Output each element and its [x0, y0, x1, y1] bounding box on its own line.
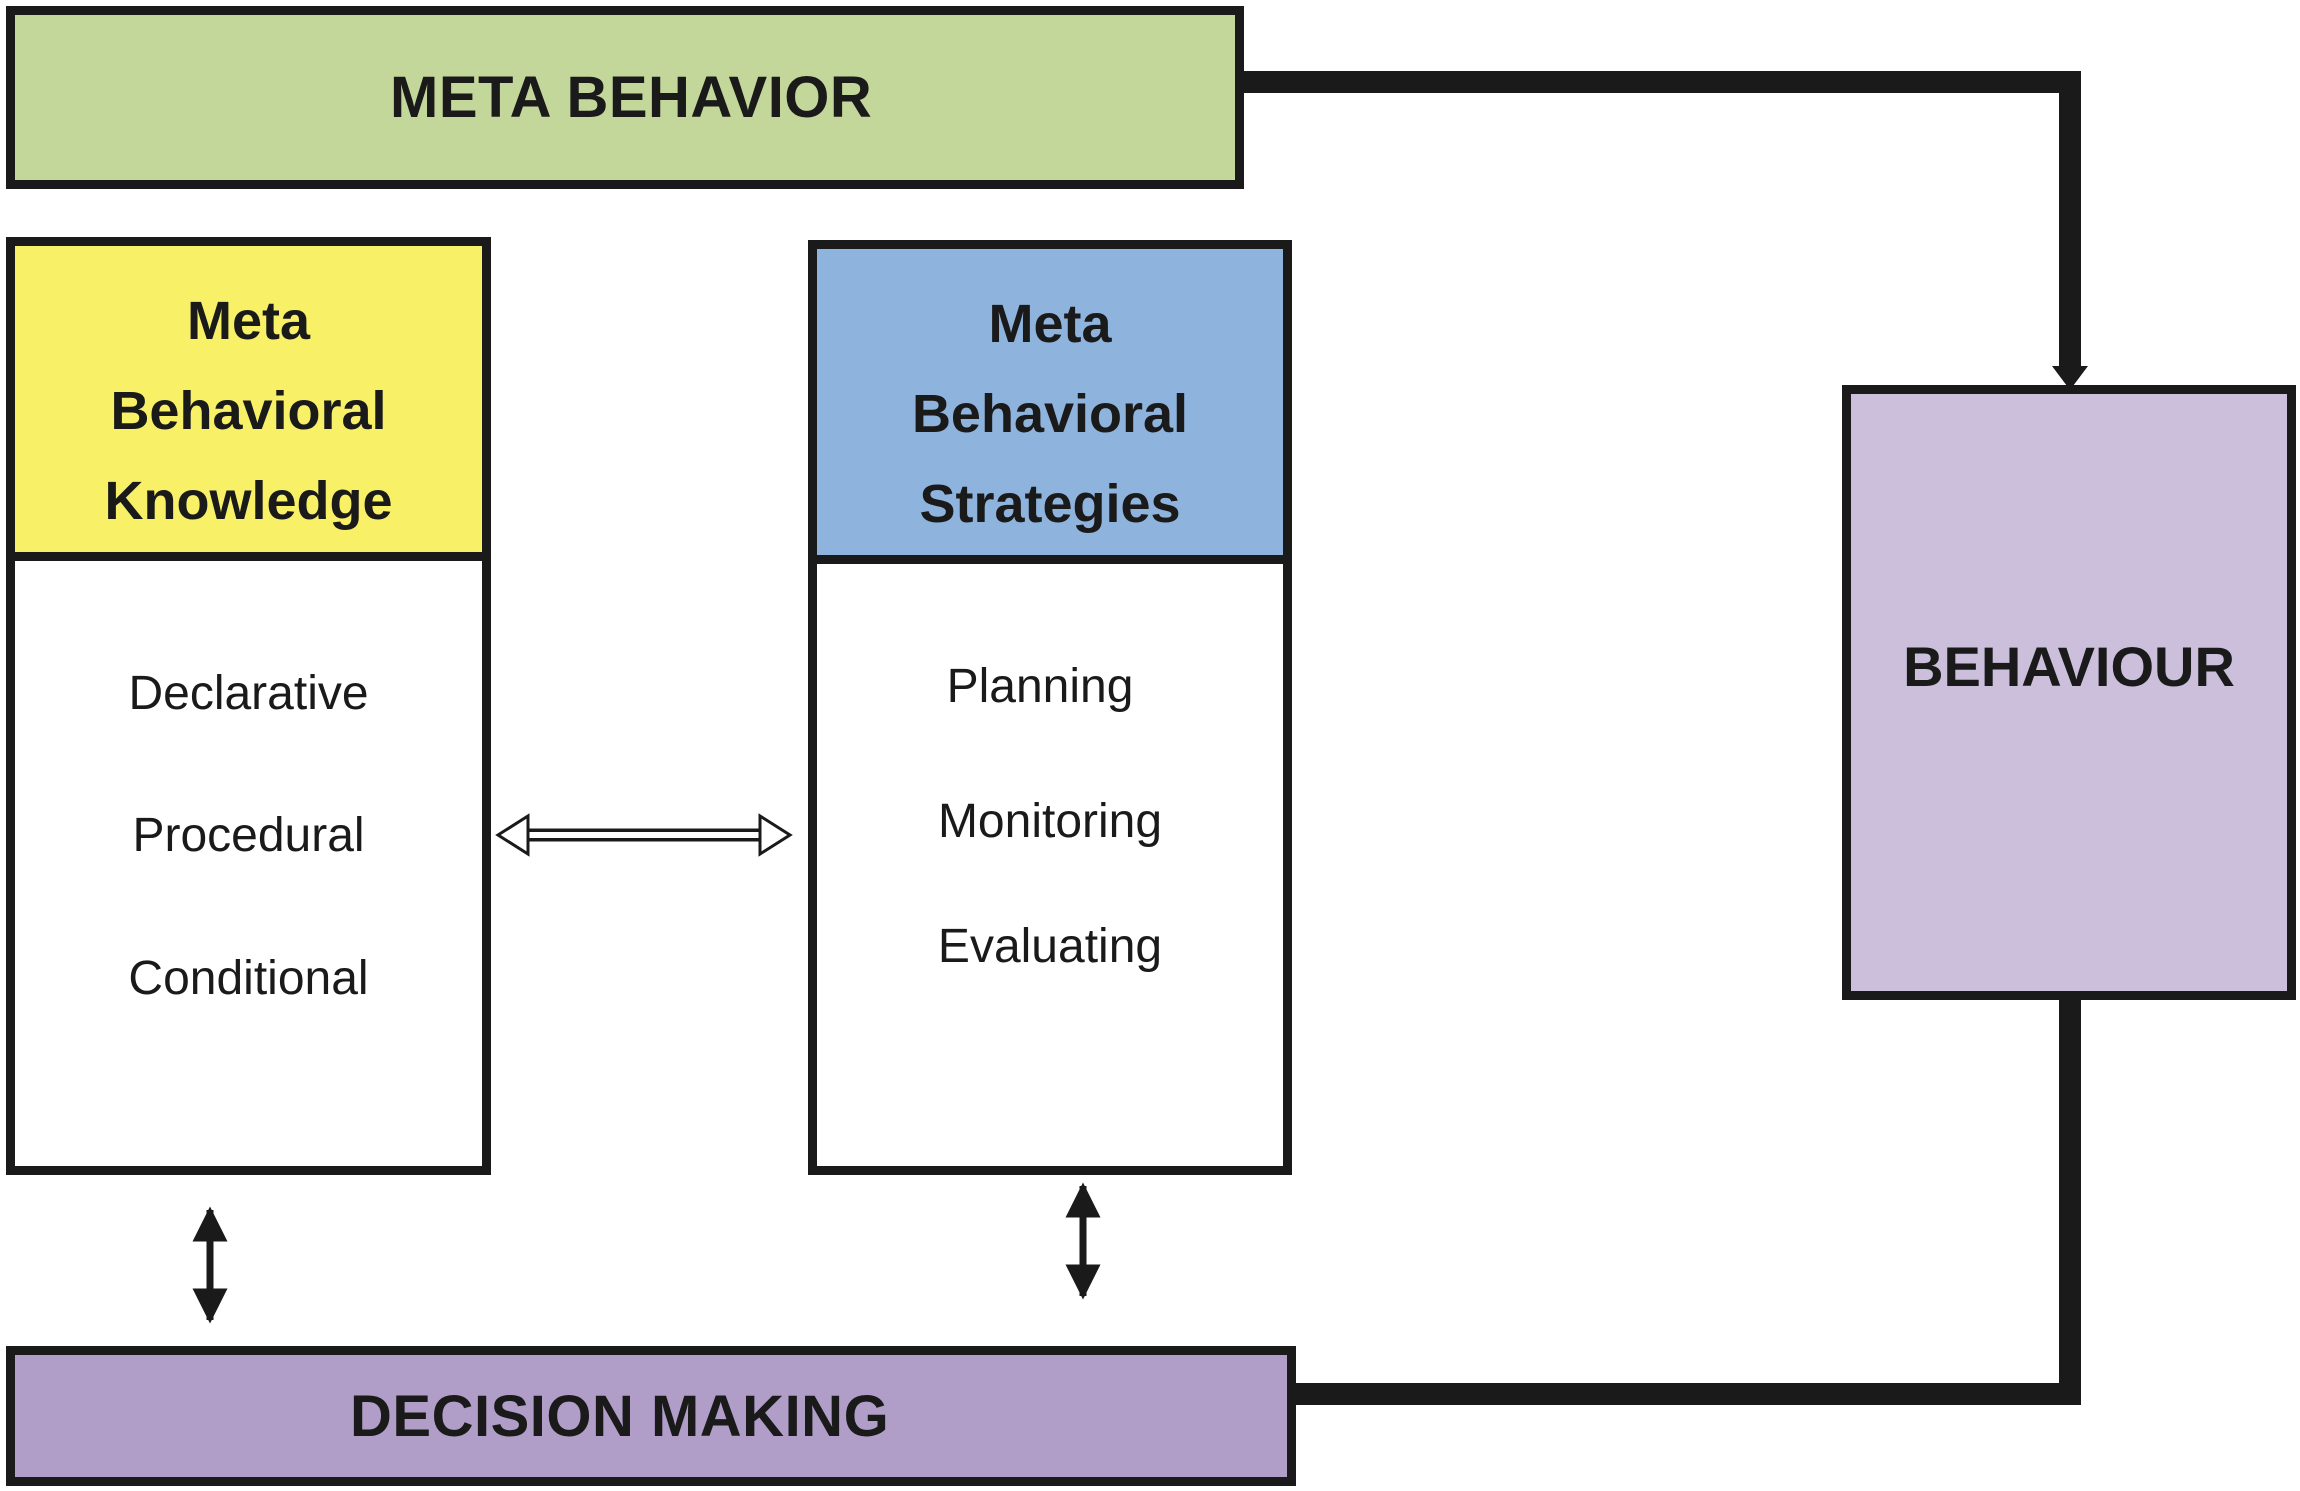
strategies-title-line: Meta [988, 294, 1112, 354]
knowledge-title: Meta Behavioral Knowledge [15, 276, 482, 546]
decision-making-box: DECISION MAKING [6, 1346, 1296, 1486]
knowledge-item-conditional: Conditional [128, 952, 369, 1005]
knowledge-title-line: Meta [186, 291, 311, 351]
behaviour-box: BEHAVIOUR [1842, 385, 2296, 1000]
behaviour-arrowhead [2052, 366, 2088, 390]
meta-behavior-label: META BEHAVIOR [390, 65, 873, 130]
meta-behavioral-knowledge-box: Meta Behavioral Knowledge Declarative Pr… [6, 237, 491, 1175]
knowledge-title-line: Knowledge [104, 471, 393, 531]
strategies-title: Meta Behavioral Strategies [817, 279, 1283, 549]
strategies-header: Meta Behavioral Strategies [817, 249, 1283, 564]
strategies-item-monitoring: Monitoring [937, 795, 1163, 848]
behaviour-to-decision-line [1296, 1000, 2081, 1405]
knowledge-header: Meta Behavioral Knowledge [15, 246, 482, 561]
decision-making-label: DECISION MAKING [350, 1383, 890, 1449]
strategies-title-line: Strategies [919, 474, 1181, 534]
meta-behavior-box: META BEHAVIOR [6, 6, 1244, 189]
knowledge-strategies-double-arrow [495, 813, 793, 857]
knowledge-title-line: Behavioral [110, 381, 387, 441]
strategies-title-line: Behavioral [911, 384, 1189, 444]
knowledge-item-procedural: Procedural [132, 809, 365, 862]
behaviour-label: BEHAVIOUR [1903, 635, 2235, 698]
strategies-item-evaluating: Evaluating [937, 920, 1163, 973]
knowledge-item-declarative: Declarative [128, 667, 369, 720]
meta-behavioral-strategies-box: Meta Behavioral Strategies Planning Moni… [808, 240, 1292, 1175]
strategies-item-planning: Planning [946, 660, 1134, 713]
meta-behavior-to-behaviour-line [1244, 71, 2081, 372]
